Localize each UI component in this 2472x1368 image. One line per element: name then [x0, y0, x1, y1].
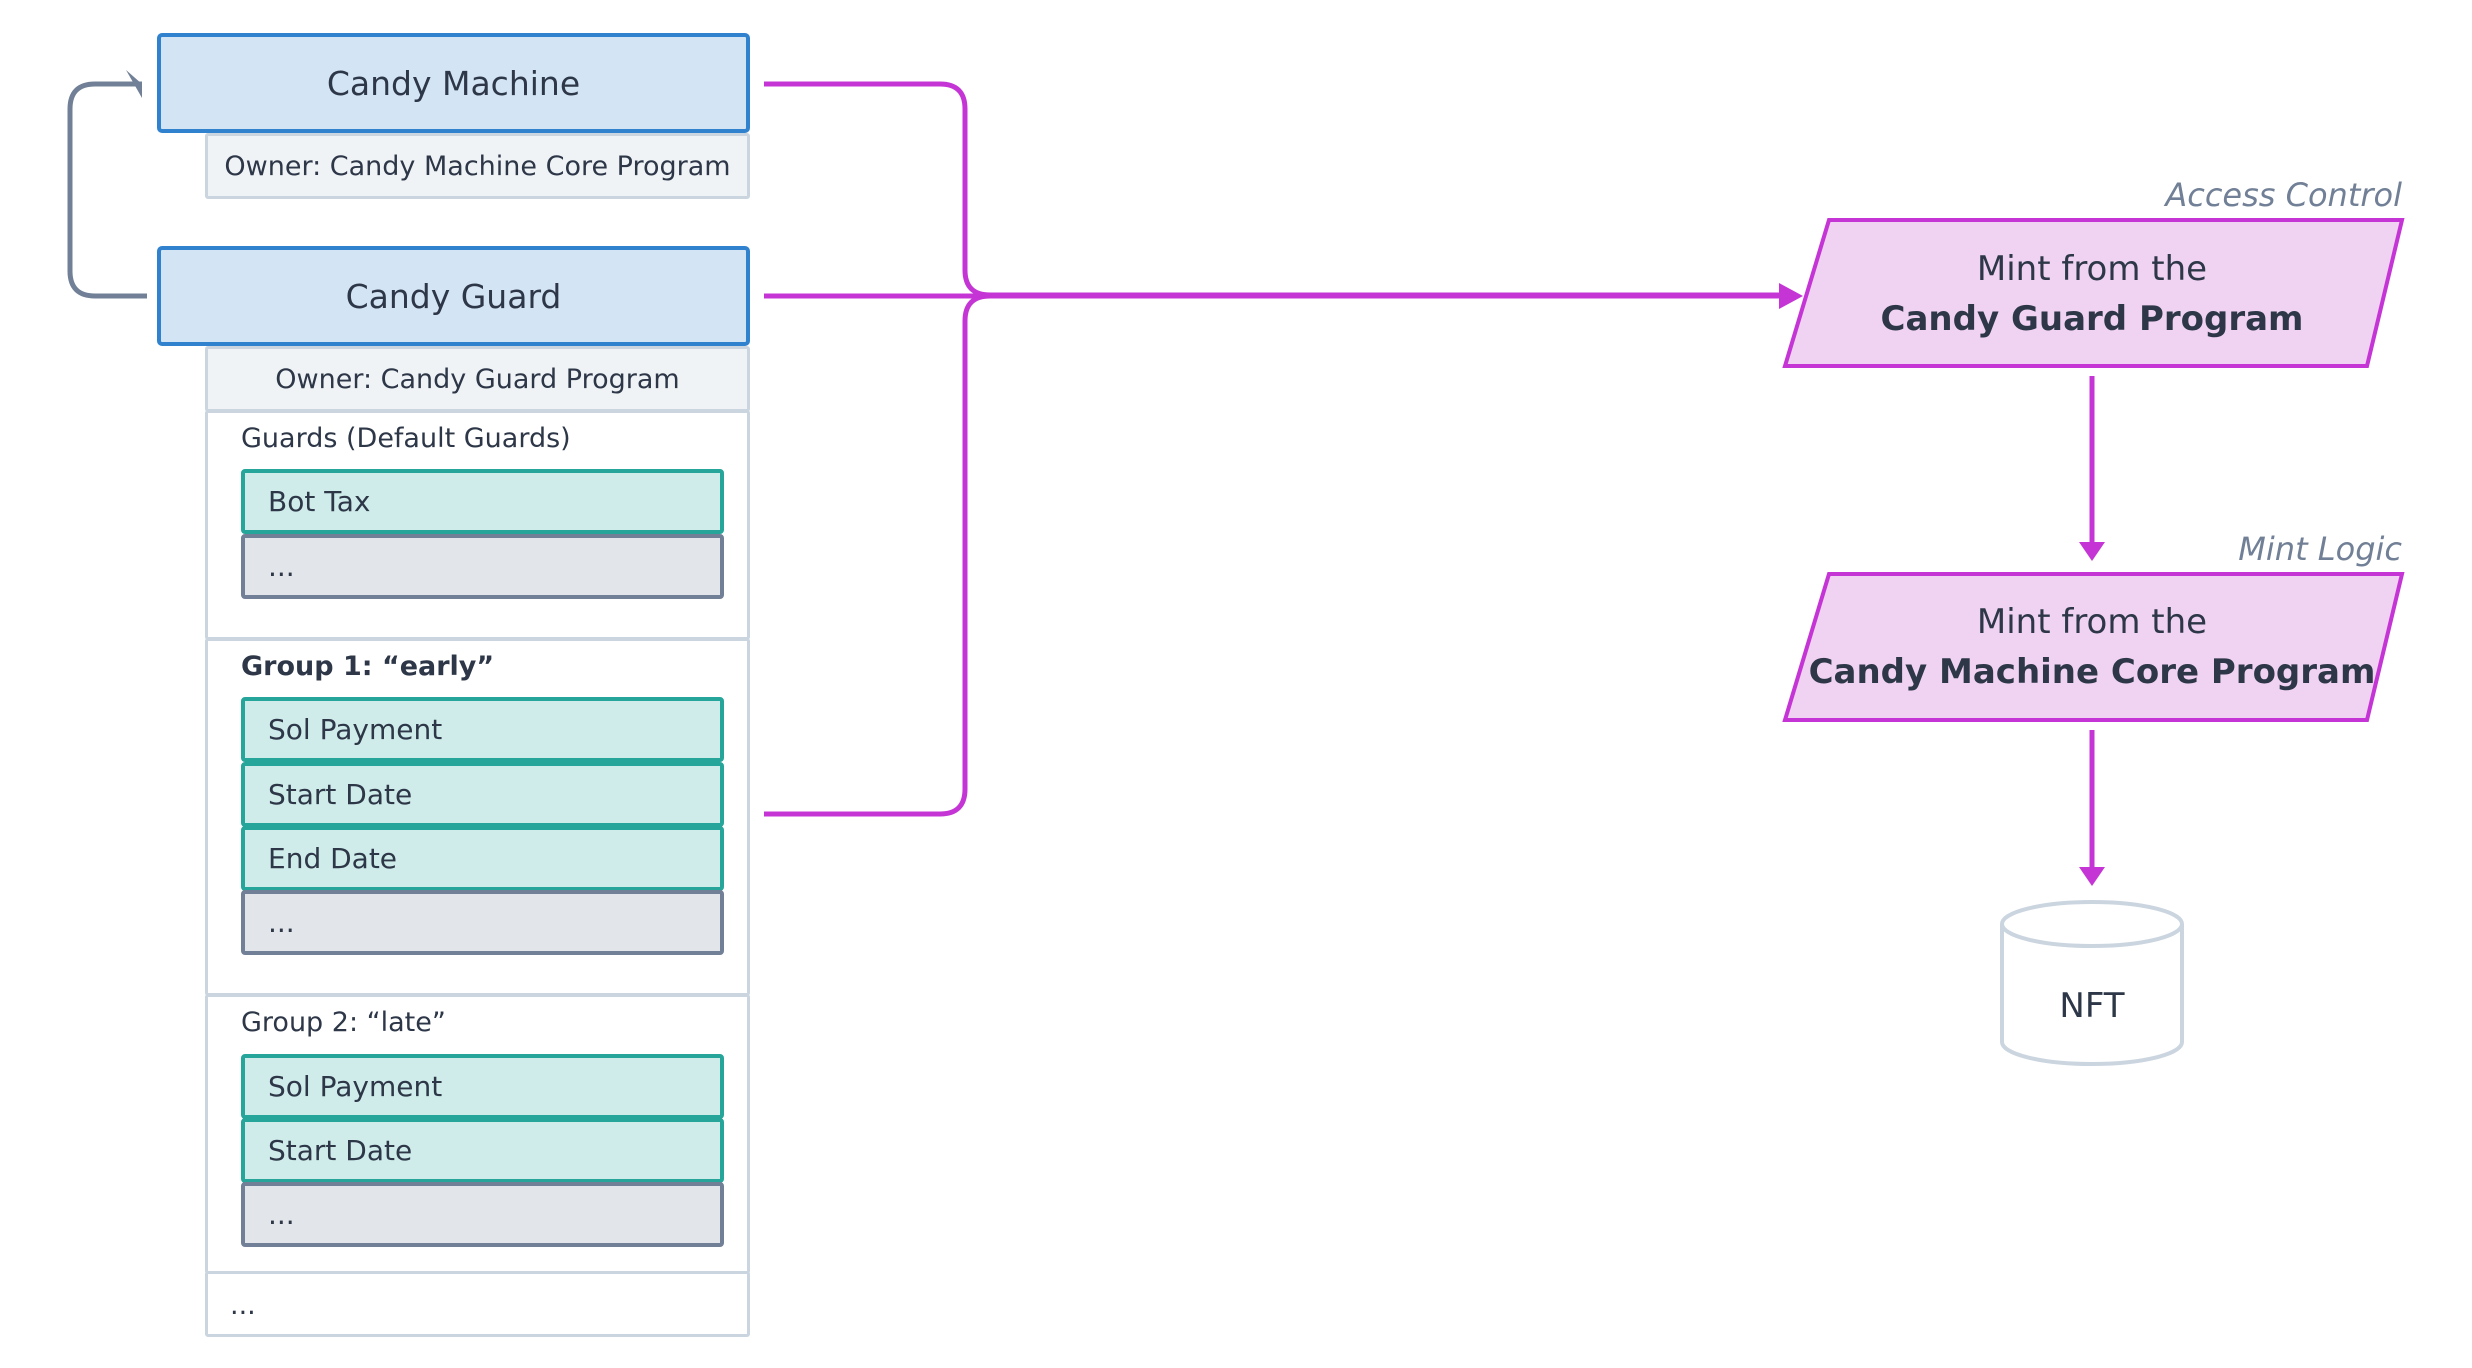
- guard-group-default: Guards (Default Guards) Bot Tax ...: [205, 410, 750, 640]
- guard-item-more: ...: [241, 890, 724, 955]
- nft-label: NFT: [2059, 986, 2125, 1026]
- candy-guard-owner-label: Owner: Candy Guard Program: [275, 363, 680, 395]
- guard-group-late: Group 2: “late” Sol Payment Start Date .…: [205, 994, 750, 1274]
- guard-item-sol-payment: Sol Payment: [241, 697, 724, 762]
- process-access-control: [1782, 218, 2405, 368]
- mint-logic-tag: Mint Logic: [2238, 530, 2402, 568]
- guard-item-sol-payment: Sol Payment: [241, 1054, 724, 1119]
- more-groups-label: ...: [230, 1290, 256, 1321]
- nft-database-icon: [2000, 924, 2184, 1066]
- guard-item-end-date: End Date: [241, 826, 724, 891]
- access-control-line2: Candy Guard Program: [1880, 299, 2304, 339]
- access-control-tag: Access Control: [2165, 176, 2402, 214]
- guard-group-more: ...: [205, 1271, 750, 1337]
- candy-machine-owner: Owner: Candy Machine Core Program: [205, 133, 750, 199]
- flow-arrowhead-access-control: [1779, 283, 1803, 309]
- candy-machine-owner-label: Owner: Candy Machine Core Program: [224, 150, 731, 182]
- flow-line-group-early: [764, 293, 1785, 817]
- guard-machine-link-arrowhead: [126, 70, 142, 98]
- candy-guard-account: Candy Guard: [157, 246, 750, 346]
- candy-machine-account: Candy Machine: [157, 33, 750, 133]
- candy-guard-owner: Owner: Candy Guard Program: [205, 346, 750, 412]
- mint-logic-text: Mint from the Candy Machine Core Program: [1800, 597, 2384, 697]
- flow-arrowhead-nft: [2079, 867, 2105, 886]
- mint-logic-line2: Candy Machine Core Program: [1808, 652, 2376, 692]
- guard-item-bot-tax: Bot Tax: [241, 469, 724, 534]
- nft-database-top: [2000, 900, 2184, 948]
- access-control-line1: Mint from the: [1976, 249, 2208, 289]
- candy-guard-title: Candy Guard: [345, 276, 562, 316]
- guard-group-label: Group 1: “early”: [241, 651, 495, 682]
- process-mint-logic: [1782, 572, 2405, 722]
- candy-machine-title: Candy Machine: [326, 63, 581, 103]
- guard-group-label: Group 2: “late”: [241, 1007, 446, 1038]
- guard-item-more: ...: [241, 534, 724, 599]
- flow-arrowhead-mint-logic: [2079, 542, 2105, 561]
- guard-item-start-date: Start Date: [241, 1118, 724, 1183]
- guard-item-start-date: Start Date: [241, 762, 724, 827]
- guard-item-more: ...: [241, 1182, 724, 1247]
- access-control-text: Mint from the Candy Guard Program: [1800, 244, 2384, 344]
- guard-group-label: Guards (Default Guards): [241, 423, 571, 454]
- flow-line-candy-machine: [764, 81, 1785, 298]
- guard-machine-link: [67, 81, 147, 299]
- guard-group-early: Group 1: “early” Sol Payment Start Date …: [205, 638, 750, 996]
- mint-logic-line1: Mint from the: [1976, 602, 2208, 642]
